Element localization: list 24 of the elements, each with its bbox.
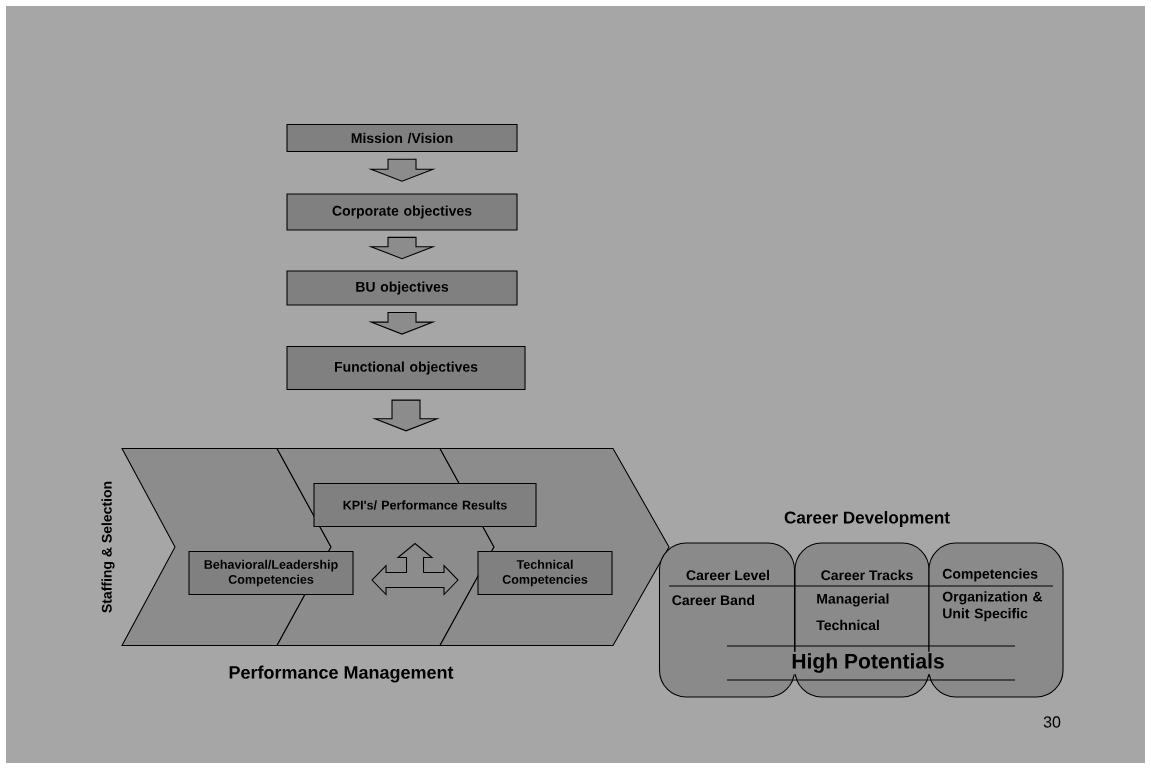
process-box: Corporate objectives <box>286 193 518 231</box>
box-text: Competencies <box>942 568 1038 582</box>
process-box: BU objectives <box>286 270 518 306</box>
label-text: High Potentials <box>790 651 946 675</box>
process-box: Technical Competencies <box>477 551 613 595</box>
label-text: 30 <box>1043 716 1061 728</box>
box-text: Technical <box>816 619 879 631</box>
process-box: Mission /Vision <box>286 124 518 152</box>
box-text: Career Band <box>672 594 755 606</box>
block-arrow <box>372 399 440 432</box>
block-arrow <box>368 311 436 335</box>
box-text: Career Tracks <box>821 569 913 581</box>
block-arrow <box>368 158 436 182</box>
three-way-arrow <box>371 542 459 596</box>
node-label: Staffing & Selection <box>101 481 115 613</box>
process-box: KPI's/ Performance Results <box>313 483 537 527</box>
block-arrow <box>368 236 436 260</box>
process-box: Behavioral/Leadership Competencies <box>188 551 354 595</box>
label-text: Career Development <box>784 511 950 527</box>
box-text: Managerial <box>817 593 889 607</box>
box-text: Career Level <box>686 569 770 581</box>
label-text: Performance Management <box>229 665 454 683</box>
box-text: Organization & Unit Specific <box>942 591 1043 622</box>
process-box: Functional objectives <box>286 346 526 390</box>
